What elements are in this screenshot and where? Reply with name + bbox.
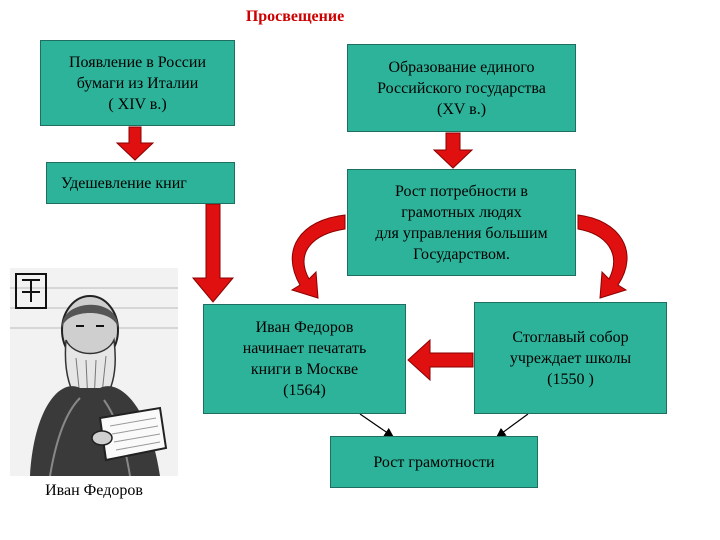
box-literacy-growth: Рост грамотности	[330, 436, 538, 488]
curved-arrow-need-to-sobor	[577, 214, 628, 299]
printer-emblem-icon	[15, 273, 47, 309]
box-cheaper-books: Удешевление книг	[46, 162, 235, 204]
diagram-title: Просвещение	[245, 8, 345, 25]
thin-arrow-fedorov-to-literacy	[359, 413, 394, 438]
curved-arrow-need-to-fedorov	[290, 214, 346, 299]
box-need-text: Рост потребности в грамотных людях для у…	[375, 182, 548, 263]
box-stoglav-council: Стоглавый собор учреждает школы (1550 )	[474, 302, 667, 414]
box-paper-text: Появление в России бумаги из Италии ( XI…	[68, 53, 207, 113]
arrow-paper-to-cheap	[115, 126, 155, 161]
box-cheap-text: Удешевление книг	[61, 175, 187, 192]
box-ivan-fedorov-printing: Иван Федоров начинает печатать книги в М…	[203, 304, 406, 414]
box-state-text: Образование единого Российского государс…	[377, 58, 546, 118]
box-paper-from-italy: Появление в России бумаги из Италии ( XI…	[40, 40, 235, 126]
arrow-state-to-need	[432, 132, 474, 169]
box-need-literate-people: Рост потребности в грамотных людях для у…	[347, 169, 576, 276]
portrait-caption: Иван Федоров	[45, 482, 143, 499]
arrow-cheap-to-fedorov	[191, 203, 235, 303]
thin-arrow-sobor-to-literacy	[496, 413, 529, 438]
box-sobor-text: Стоглавый собор учреждает школы (1550 )	[509, 328, 632, 388]
box-unified-state: Образование единого Российского государс…	[347, 44, 576, 132]
arrow-sobor-to-fedorov	[407, 338, 474, 382]
box-literacy-text: Рост грамотности	[373, 453, 495, 471]
ivan-fedorov-portrait	[10, 268, 178, 476]
box-fedorov-text: Иван Федоров начинает печатать книги в М…	[242, 319, 367, 399]
